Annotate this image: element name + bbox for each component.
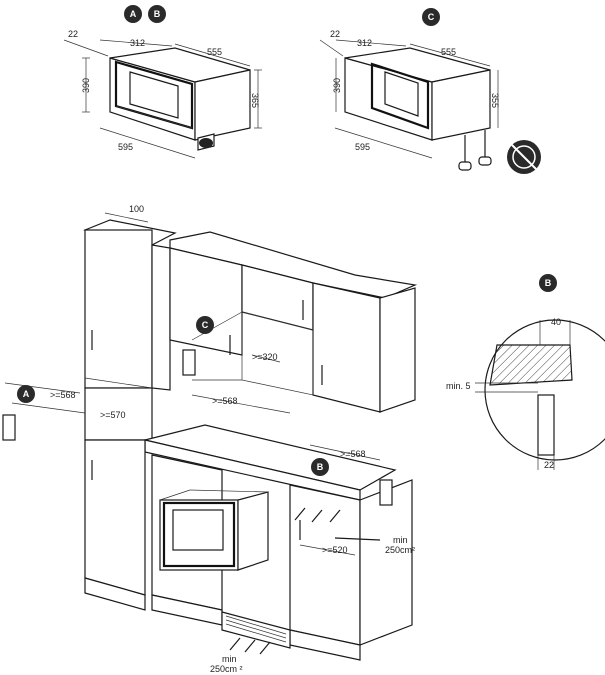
- svg-text:B: B: [154, 9, 161, 19]
- svg-text:A: A: [23, 389, 30, 399]
- dim-ab-side: 312: [130, 38, 145, 48]
- badge-a-top: A: [124, 5, 142, 23]
- badge-c-kitchen: C: [196, 316, 214, 334]
- oven-c-drawing: [319, 39, 541, 174]
- dim-c-width-top: 555: [441, 47, 456, 57]
- detail-b-drawing: [475, 319, 605, 470]
- vent-bottom-line1: min: [222, 654, 237, 664]
- badge-b-detail: B: [539, 274, 557, 292]
- detail-b-bottom: 22: [544, 460, 554, 470]
- svg-text:A: A: [130, 9, 137, 19]
- dim-kitchen-a-upper: >=568: [50, 390, 76, 400]
- dim-ab-width-front: 595: [118, 142, 133, 152]
- dim-ab-depth: 22: [68, 29, 78, 39]
- dim-kitchen-a-lower: >=570: [100, 410, 126, 420]
- oven-ab-drawing: [63, 39, 262, 159]
- dim-kitchen-c-depth: >=568: [212, 396, 238, 406]
- vent-side-line2: 250cm²: [385, 545, 415, 555]
- vent-bottom-line2: 250cm ²: [210, 664, 243, 674]
- vent-side-line1: min: [393, 535, 408, 545]
- badge-c-top: C: [422, 8, 440, 26]
- badge-a-kitchen: A: [17, 385, 35, 403]
- dim-kitchen-top: 100: [129, 204, 144, 214]
- badge-b-top: B: [148, 5, 166, 23]
- svg-text:C: C: [202, 320, 209, 330]
- detail-b-left: min. 5: [446, 381, 471, 391]
- dim-ab-width-top: 555: [207, 47, 222, 57]
- badge-b-kitchen: B: [311, 458, 329, 476]
- dim-kitchen-b-depth: >=520: [322, 545, 348, 555]
- dim-c-height-left: 390: [332, 78, 342, 93]
- dim-ab-height-right: 365: [250, 93, 260, 108]
- svg-text:B: B: [545, 278, 552, 288]
- dim-c-width-front: 595: [355, 142, 370, 152]
- svg-text:C: C: [428, 12, 435, 22]
- dim-c-height-right: 355: [490, 93, 500, 108]
- kitchen-drawing: [2, 212, 418, 661]
- dim-kitchen-c-width: >=320: [252, 352, 278, 362]
- dim-c-depth: 22: [330, 29, 340, 39]
- dim-kitchen-b-width: >=568: [340, 449, 366, 459]
- dim-ab-height-left: 390: [81, 78, 91, 93]
- detail-b-top: 40: [551, 317, 561, 327]
- svg-text:B: B: [317, 462, 324, 472]
- dim-c-side: 312: [357, 38, 372, 48]
